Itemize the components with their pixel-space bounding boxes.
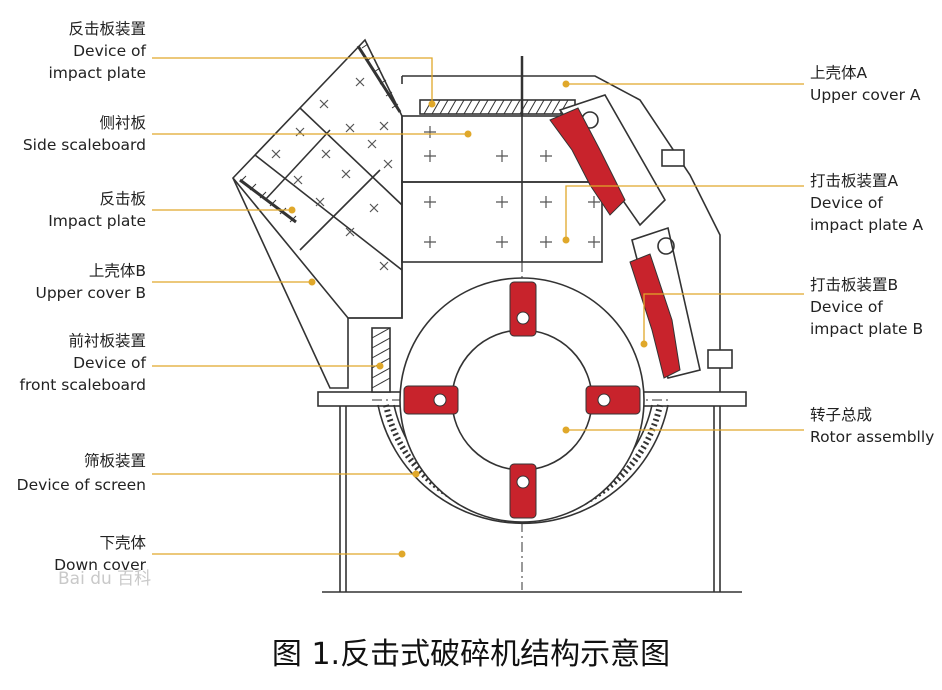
impact-teeth — [549, 107, 681, 379]
label-impact-plate-zh: 反击板 — [99, 190, 146, 208]
dot-side-scaleboard — [464, 130, 472, 138]
dot-impact-plate — [288, 206, 296, 214]
impact-plate-b-pivot — [657, 237, 675, 255]
label-down-cover-zh: 下壳体 — [99, 534, 146, 552]
blow-bar-top — [509, 281, 537, 337]
label-upper-cover-a-en1: Upper cover A — [810, 86, 921, 104]
leader-hammer-b — [643, 293, 804, 344]
impact-plate-a-bolt — [661, 149, 685, 167]
label-upper-cover-a-zh: 上壳体A — [810, 64, 868, 82]
machine-body — [231, 38, 747, 593]
dot-down-cover — [398, 550, 406, 558]
impact-teeth-a — [549, 107, 626, 216]
side-scaleboard — [231, 38, 403, 319]
cross-marks-x — [271, 77, 393, 271]
cross-marks-plus — [424, 126, 600, 248]
dot-hammer-a — [562, 236, 570, 244]
blow-bar-right — [585, 385, 641, 415]
side-scaleboard-divider-4 — [299, 169, 381, 251]
dot-upper-cover-a — [562, 80, 570, 88]
label-upper-cover-b-zh: 上壳体B — [89, 262, 146, 280]
label-rotor-en1: Rotor assemblly — [810, 428, 934, 446]
label-hammer-a-zh: 打击板装置A — [810, 172, 899, 190]
dot-screen — [412, 470, 420, 478]
blow-bar-bottom-hole — [516, 475, 530, 489]
right-labels: 上壳体A Upper cover A 打击板装置A Device of impa… — [810, 64, 934, 446]
figure-caption: 图 1.反击式破碎机结构示意图 — [272, 637, 670, 672]
scaleboard-cross-marks — [271, 77, 600, 271]
label-screen-zh: 筛板装置 — [84, 452, 146, 470]
leader-lines — [152, 57, 804, 555]
label-front-scaleboard-en2: front scaleboard — [20, 376, 147, 394]
label-hammer-b-en1: Device of — [810, 298, 883, 316]
impact-plate-edge — [239, 178, 297, 224]
impact-plate-b-bolt — [707, 349, 733, 369]
dot-impact-plate-device — [428, 100, 436, 108]
blow-bar-left-hole — [433, 393, 447, 407]
impact-teeth-b — [629, 253, 681, 379]
label-hammer-a-en2: impact plate A — [810, 216, 923, 234]
impact-plate-top-edge — [356, 45, 402, 113]
label-rotor-zh: 转子总成 — [810, 406, 872, 424]
dot-front-scaleboard — [376, 362, 384, 370]
label-impact-plate-en1: Impact plate — [48, 212, 146, 230]
side-scaleboard-divider-1 — [254, 154, 403, 271]
side-scaleboard-divider-2 — [299, 107, 403, 206]
watermark: Bai du 百科 — [58, 569, 151, 589]
inner-lower-block — [401, 181, 603, 263]
label-side-scaleboard-zh: 侧衬板 — [99, 114, 146, 132]
leader-dots — [288, 80, 648, 558]
label-side-scaleboard-en1: Side scaleboard — [23, 136, 146, 154]
rotor-blow-bars — [403, 281, 641, 519]
blow-bar-bottom — [509, 463, 537, 519]
side-scaleboard-divider-3 — [264, 129, 331, 201]
label-hammer-b-zh: 打击板装置B — [810, 276, 898, 294]
label-impact-plate-device-en2: impact plate — [48, 64, 146, 82]
dot-hammer-b — [640, 340, 648, 348]
label-front-scaleboard-zh: 前衬板装置 — [68, 332, 146, 350]
label-impact-plate-device-en1: Device of — [73, 42, 146, 60]
label-front-scaleboard-en1: Device of — [73, 354, 146, 372]
upper-cover-a-outline — [402, 75, 721, 392]
blow-bar-left — [403, 385, 459, 415]
label-impact-plate-device-zh: 反击板装置 — [68, 20, 146, 38]
rotor-outer — [399, 277, 645, 523]
leader-hammer-a — [565, 185, 804, 240]
left-labels: 反击板装置 Device of impact plate 侧衬板 Side sc… — [17, 20, 147, 574]
label-down-cover-en1: Down cover — [54, 556, 147, 574]
blow-bar-holes — [433, 311, 611, 489]
leader-impact-plate-device — [152, 57, 433, 104]
dot-rotor — [562, 426, 570, 434]
label-screen-en1: Device of screen — [17, 476, 146, 494]
screen-arc-outer — [377, 404, 669, 525]
dot-upper-cover-b — [308, 278, 316, 286]
label-hammer-b-en2: impact plate B — [810, 320, 923, 338]
blow-bar-right-hole — [597, 393, 611, 407]
impact-plate-device-hatch — [423, 99, 569, 115]
label-upper-cover-b-en1: Upper cover B — [35, 284, 146, 302]
blow-bar-top-hole — [516, 311, 530, 325]
label-hammer-a-en1: Device of — [810, 194, 883, 212]
